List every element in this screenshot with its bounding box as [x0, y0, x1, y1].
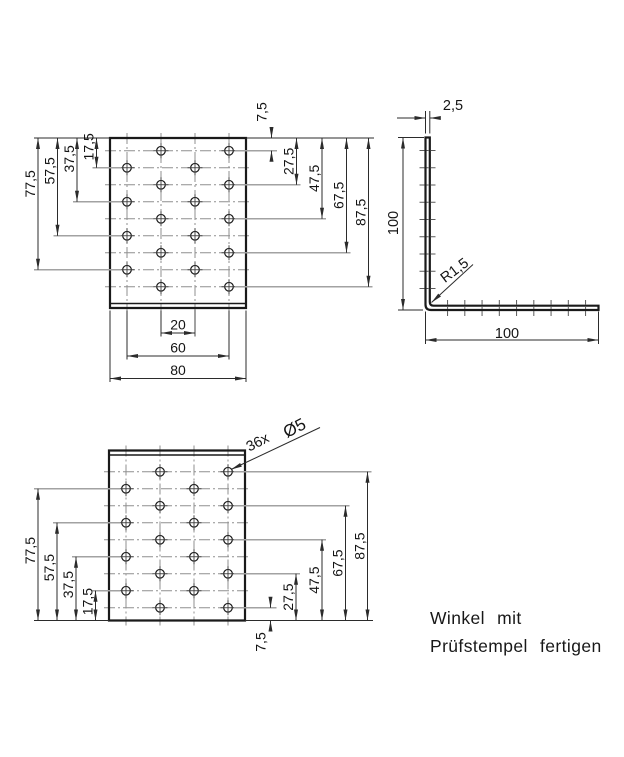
dim-label: 47,5 [306, 566, 322, 593]
dim-label: 87,5 [352, 532, 368, 559]
dim-label: 100 [495, 326, 519, 342]
dim-label: 20 [170, 317, 186, 333]
dim-label: 7,5 [253, 632, 269, 652]
angle-profile-outline [424, 136, 600, 312]
dim-label: 17,5 [80, 588, 96, 615]
dim-label: 60 [170, 340, 186, 356]
dim-label: 57,5 [41, 554, 57, 581]
plate-outline [107, 449, 247, 622]
side-view: 100 100 2,5R1,5 [386, 98, 600, 344]
dim-label: 7,5 [254, 102, 270, 122]
dim-label: 80 [170, 362, 186, 378]
note-line-2: Prüfstempel fertigen [430, 636, 602, 656]
plate-outline [108, 136, 248, 310]
dim-label: 77,5 [22, 537, 38, 564]
top-view [105, 133, 251, 313]
hole-diameter-label: Ø5 [280, 414, 309, 441]
bottom-view-dims: 17,537,557,577,5 27,5 47,5 67,5 87,5 7,5 [22, 470, 373, 652]
bottom-view [104, 445, 250, 626]
dim-label: 17,5 [81, 133, 97, 160]
dim-label: 67,5 [330, 549, 346, 576]
dim-label: 67,5 [331, 182, 347, 209]
dim-label: 100 [386, 211, 402, 235]
note-line-1: Winkel mit [430, 608, 522, 628]
dim-label: 77,5 [22, 170, 38, 197]
dim-label: 87,5 [353, 199, 369, 226]
production-note: Winkel mit Prüfstempel fertigen [430, 604, 602, 660]
dim-label: 2,5 [443, 98, 463, 114]
radius-label: R1,5 [438, 255, 472, 286]
dim-label: 57,5 [42, 157, 58, 184]
dim-label: 27,5 [280, 583, 296, 610]
dim-label: 47,5 [306, 165, 322, 192]
dim-label: 37,5 [60, 571, 76, 598]
top-view-dims: 17,537,557,577,5 27,5 47,5 67,5 87,5 7,5 20 60 8… [22, 102, 374, 382]
dim-label: 37,5 [61, 145, 77, 172]
dim-label: 27,5 [281, 148, 297, 175]
